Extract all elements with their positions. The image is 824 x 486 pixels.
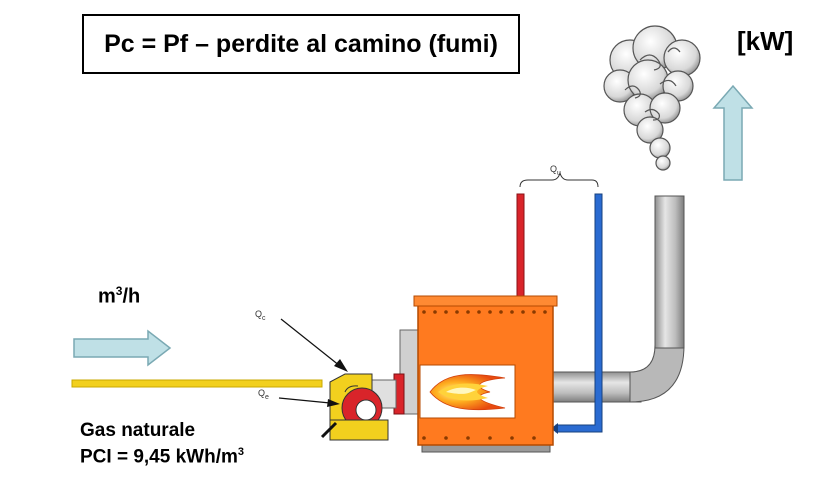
gas-flow-arrow — [73, 329, 172, 367]
flame-icon — [429, 374, 506, 411]
formula-title: Pc = Pf – perdite al camino (fumi) — [104, 29, 498, 58]
qu-label: Qu — [550, 164, 561, 177]
power-unit-label: [kW] — [737, 26, 794, 56]
gas-name: Gas naturale — [80, 420, 196, 441]
smoke-cloud — [603, 25, 701, 171]
burner-fan-curve — [344, 385, 359, 393]
qc-arrow-line — [280, 318, 341, 367]
qe-label: Qe — [258, 388, 269, 401]
burner-stand — [329, 419, 389, 441]
return-arrow — [551, 423, 558, 434]
gas-pci: PCI = 9,45 kWh/m3 — [80, 446, 244, 468]
title-box: Pc = Pf – perdite al camino (fumi) — [82, 14, 520, 74]
flue-elbow — [629, 344, 685, 403]
gas-pipe — [71, 379, 323, 388]
burner-lever — [320, 421, 338, 439]
boiler-top — [413, 295, 558, 307]
flue-vertical — [654, 195, 685, 349]
boiler-rivets — [422, 310, 547, 440]
qe-arrow-line — [278, 397, 331, 404]
flow-unit-label: m3/h — [98, 284, 141, 308]
exhaust-arrow — [712, 84, 754, 181]
qu-brace — [519, 171, 599, 188]
qc-label: Qc — [255, 309, 266, 322]
qc-arrowhead — [334, 359, 348, 372]
burner-fan-hub — [355, 399, 377, 421]
qe-arrowhead — [327, 399, 340, 407]
